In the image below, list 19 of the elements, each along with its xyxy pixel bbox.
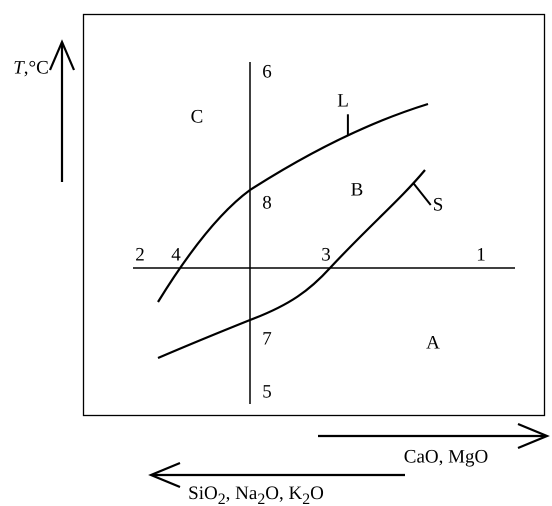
axis-label: CaO, MgO — [404, 448, 488, 466]
region-label: A — [426, 334, 440, 352]
point-number: 3 — [321, 246, 331, 264]
phase-boundary-curve — [158, 169, 426, 360]
leader-line — [412, 182, 432, 206]
axis-label: T,°C — [13, 58, 49, 78]
point-number: 7 — [262, 330, 272, 348]
axis-label: SiO$_{2}$, Na$_{2}$O, K$_{2}$O — [188, 484, 324, 506]
region-label: B — [350, 180, 364, 200]
curve-label: S — [432, 196, 444, 214]
leader-line — [346, 114, 349, 136]
point-number: 5 — [262, 382, 272, 402]
region-label: C — [190, 108, 204, 126]
point-number: 8 — [262, 194, 272, 212]
point-number: 6 — [262, 62, 272, 82]
point-number: 2 — [135, 246, 145, 264]
point-number: 4 — [171, 246, 181, 264]
curve-label: L — [337, 92, 349, 110]
point-number: 1 — [476, 246, 486, 264]
